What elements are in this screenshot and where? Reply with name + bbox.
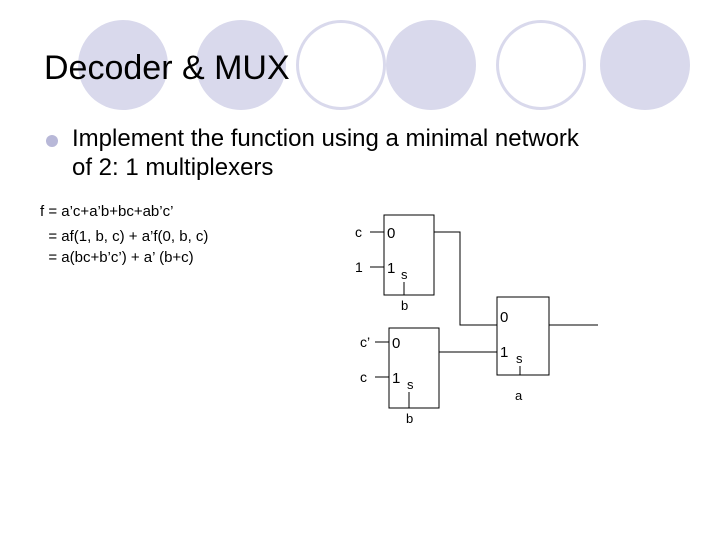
mux-top-box: [383, 214, 435, 296]
mux-bottom-select-pin: s: [407, 377, 414, 392]
mux-bottom-pin-label: 0: [392, 335, 400, 352]
mux-top-pin-label: 1: [387, 260, 395, 277]
formula-line: = af(1, b, c) + a’f(0, b, c): [40, 228, 209, 245]
mux-final-pin-label: 0: [500, 309, 508, 326]
formula-line: f = a’c+a’b+bc+ab’c’: [40, 203, 174, 220]
mux-final-select-pin: s: [516, 351, 523, 366]
mux-bottom-select-label: b: [406, 411, 413, 426]
decor-circle-3: [296, 20, 386, 110]
mux-final-select-label: a: [515, 388, 523, 403]
mux-top-pin-label: 0: [387, 225, 395, 242]
wire-top-to-final: [434, 231, 497, 326]
bullet-line: Implement the function using a minimal n…: [72, 125, 579, 152]
mux-top-input-label: 1: [355, 259, 363, 275]
mux-final-pin-label: 1: [500, 344, 508, 361]
mux-bottom-input-label: c: [360, 369, 367, 385]
mux-bottom-input-label: c’: [360, 334, 370, 350]
mux-top-select-label: b: [401, 298, 408, 313]
decor-circle-5: [496, 20, 586, 110]
mux-top-select-pin: s: [401, 267, 408, 282]
decor-circle-6: [600, 20, 690, 110]
bullet-line: of 2: 1 multiplexers: [72, 154, 274, 181]
mux-bottom-box: [388, 327, 440, 409]
mux-final-box: [496, 296, 550, 376]
mux-bottom-pin-label: 1: [392, 370, 400, 387]
bullet-text: Implement the function using a minimal n…: [72, 124, 692, 182]
decor-circle-2: [196, 20, 286, 110]
slide-title: Decoder & MUX: [44, 49, 290, 87]
formula-line: = a(bc+b’c’) + a’ (b+c): [40, 249, 194, 266]
mux-top-input-label: c: [355, 224, 362, 240]
decor-circle-1: [78, 20, 168, 110]
decor-circle-4: [386, 20, 476, 110]
bullet-dot-icon: [46, 135, 58, 147]
